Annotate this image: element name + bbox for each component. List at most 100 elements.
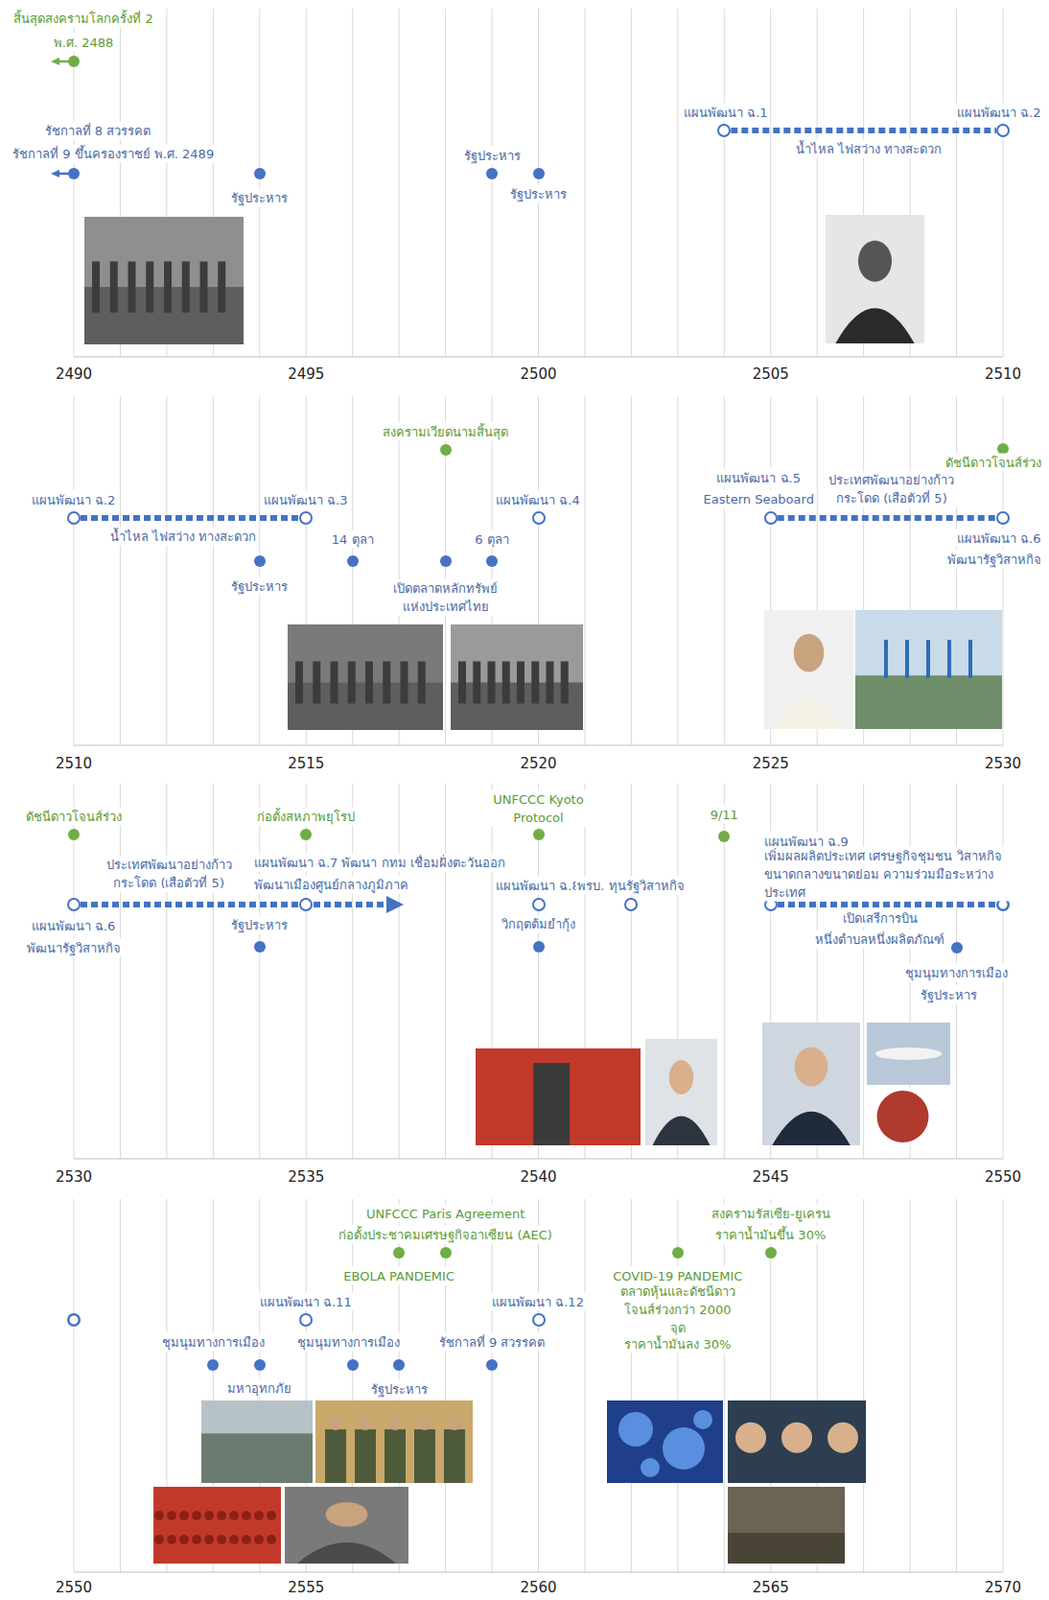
event-label: สงครามเวียดนามสิ้นสุด xyxy=(380,422,511,442)
grid-line xyxy=(583,1198,585,1572)
photo-ground-band xyxy=(727,1532,845,1563)
photo-figure xyxy=(325,1428,347,1483)
event-dot: สงครามเวียดนามสิ้นสุด xyxy=(440,443,452,456)
plan-marker: แผนพัฒนา ฉ.1 xyxy=(717,123,731,138)
photo-ground xyxy=(866,1087,939,1145)
plan-connector xyxy=(80,901,300,908)
event-label: วิกฤตต้มยำกุ้ง xyxy=(499,914,578,933)
plan-marker: แผนพัฒนา ฉ.3 xyxy=(299,511,313,525)
plan-marker: แผนพัฒนา ฉ.4 xyxy=(532,511,546,525)
event-label: รัฐประหาร xyxy=(229,915,290,934)
photo-figure xyxy=(560,661,569,704)
event-label: เปิดเสรีการบิน xyxy=(840,909,920,928)
event-dot: ดัชนีดาวโจนส์ร่วง xyxy=(68,828,80,840)
photo-ground xyxy=(475,1048,641,1145)
photo xyxy=(764,609,854,729)
event-label: แผนพัฒนา ฉ.3 xyxy=(261,489,350,509)
plan-marker: แผนพัฒนา ฉ.9เพิ่มผลผลิตประเทศ เศรษฐกิจชุ… xyxy=(764,897,778,911)
photo-figure xyxy=(241,1510,252,1520)
grid-line xyxy=(676,396,678,746)
photo xyxy=(727,1399,866,1483)
plan-arrow xyxy=(313,901,388,908)
event-label: มหาอุทกภัย xyxy=(225,1378,294,1398)
photo-virus xyxy=(693,1409,713,1429)
event-label: พ.ศ. 2488 xyxy=(51,33,116,52)
event-label: เปิดตลาดหลักทรัพย์ แห่งประเทศไทย xyxy=(383,579,508,616)
event-label: รัฐประหาร xyxy=(369,1379,430,1399)
photo-head xyxy=(418,1416,432,1430)
event-label: พัฒนาเมืองศูนย์กลางภูมิภาค xyxy=(252,874,411,893)
grid-line xyxy=(491,1198,493,1572)
event-dot: 6 ตุลา xyxy=(486,555,498,567)
event-dot: รัฐประหาร xyxy=(254,167,266,180)
grid-line xyxy=(955,1198,957,1572)
event-label: ก่อตั้งประชาคมเศรษฐกิจอาเซียน (AEC) xyxy=(336,1225,554,1244)
grid-line xyxy=(909,1198,911,1572)
photo-figure xyxy=(154,1510,164,1520)
event-label: EBOLA PANDEMIC xyxy=(341,1266,457,1285)
photo-figure xyxy=(191,1510,202,1520)
grid-line xyxy=(165,783,167,1159)
event-dot: รัฐประหาร xyxy=(254,940,266,953)
year-label: 2535 xyxy=(287,1167,325,1186)
event-dot: มหาอุทกภัย xyxy=(254,1358,266,1371)
photo-body xyxy=(297,1541,397,1563)
event-label: รัชกาลที่ 9 สวรรคต xyxy=(437,1332,548,1352)
photo-figure xyxy=(216,1510,227,1520)
photo-land xyxy=(855,675,1003,729)
event-dot: เปิดเสรีการบินหนึ่งตำบลหนึ่งผลิตภัณฑ์ชุม… xyxy=(951,941,963,954)
plan-line xyxy=(777,901,997,908)
connector-label: ประเทศพัฒนาอย่างก้าว กระโดด (เสือตัวที่ … xyxy=(824,470,958,508)
connector-label: น้ำไหล ไฟสว่าง ทางสะดวก xyxy=(108,527,258,546)
event-label: UNFCCC Paris Agreement xyxy=(364,1204,527,1223)
photo-figure xyxy=(200,261,209,313)
event-dot: ชุมนุมทางการเมือง xyxy=(207,1358,219,1371)
grid-line xyxy=(258,8,260,357)
event-dot: รัชกาลที่ 9 สวรรคต xyxy=(486,1358,498,1371)
photo xyxy=(825,214,925,344)
photo-figure xyxy=(241,1534,252,1544)
event-label: ตลาดหุ้นและดัชนีดาว โจนส์ร่วงกว่า 2000 จ… xyxy=(615,1282,740,1337)
photo-ground xyxy=(315,1399,473,1483)
year-label: 2490 xyxy=(55,365,93,383)
photo-ground xyxy=(606,1399,723,1483)
event-label: แผนพัฒนา ฉ.11 xyxy=(257,1291,354,1310)
photo-head xyxy=(447,1416,462,1430)
photo-figure xyxy=(179,1510,189,1520)
grid-line xyxy=(212,396,214,746)
event-dot: รัฐประหาร xyxy=(254,555,266,567)
photo xyxy=(287,624,443,730)
event-label: 14 ตุลา xyxy=(329,530,376,549)
photo-figure xyxy=(92,261,100,313)
event-label: หนึ่งตำบลหนึ่งผลิตภัณฑ์ xyxy=(813,930,947,949)
photo-plane xyxy=(875,1047,943,1060)
axis-line xyxy=(73,1157,1003,1159)
grid-line xyxy=(862,783,864,1159)
photo-figure xyxy=(179,1534,189,1544)
year-label: 2525 xyxy=(752,754,790,772)
grid-line xyxy=(258,396,260,746)
grid-line xyxy=(119,1198,121,1572)
event-label: แผนพัฒนา ฉ.5 xyxy=(714,467,803,487)
photo-figure xyxy=(295,661,304,704)
photo-ground xyxy=(727,1486,845,1563)
photo-figure xyxy=(488,661,496,704)
plan-marker: แผนพัฒนา ฉ.8 xyxy=(532,897,546,911)
year-label: 2505 xyxy=(752,365,790,383)
plan-marker: แผนพัฒนา ฉ.5Eastern Seaboard xyxy=(764,511,778,525)
event-dot: UNFCCC Kyoto Protocol xyxy=(533,828,545,840)
photo-figure xyxy=(254,1510,264,1520)
photo-ground xyxy=(153,1486,281,1563)
photo-figure xyxy=(516,661,525,704)
event-label: เพิ่มผลผลิตประเทศ เศรษฐกิจชุมชน วิสาหกิจ… xyxy=(762,845,1030,901)
grid-line xyxy=(212,783,214,1159)
photo-figure xyxy=(163,261,172,313)
event-label: แผนพัฒนา ฉ.12 xyxy=(489,1291,586,1310)
plan-connector xyxy=(80,514,300,521)
year-label: 2545 xyxy=(752,1167,790,1186)
photo-virus xyxy=(618,1411,653,1446)
grid-line xyxy=(1002,1198,1004,1572)
photo-head xyxy=(827,1421,859,1453)
photo-head xyxy=(326,1501,369,1527)
